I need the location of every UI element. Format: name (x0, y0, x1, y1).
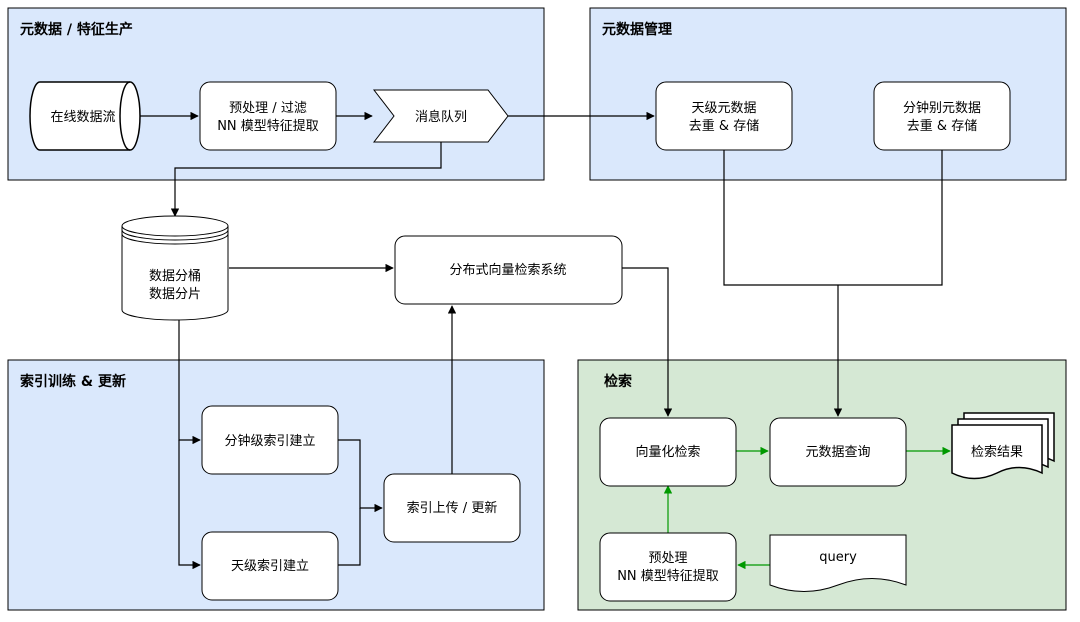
node-message-queue: 消息队列 (372, 89, 509, 143)
node-day-index-label: 天级索引建立 (231, 559, 309, 574)
node-meta-query: 元数据查询 (769, 417, 907, 487)
node-query-document: query (769, 534, 907, 592)
node-day-meta-line1: 天级元数据 (691, 101, 756, 116)
node-minute-meta-line2: 去重 & 存储 (907, 118, 977, 134)
node-query-label: query (819, 550, 857, 565)
node-results: 检索结果 (951, 412, 1055, 480)
edges (140, 111, 951, 570)
edge-minute-index-to-upload (338, 439, 383, 513)
node-index-upload-label: 索引上传 / 更新 (407, 500, 498, 516)
panel-title-index: 索引训练 & 更新 (20, 373, 126, 390)
node-preprocess-top-line2: NN 模型特征提取 (217, 118, 319, 134)
node-minute-index-label: 分钟级索引建立 (224, 433, 315, 449)
edge-meta-merge (723, 150, 943, 286)
node-online-stream: 在线数据流 (29, 81, 141, 151)
node-day-meta-line2: 去重 & 存储 (689, 118, 759, 134)
node-bucket-line1: 数据分桶 (149, 269, 201, 284)
node-day-index: 天级索引建立 (201, 531, 339, 601)
node-minute-meta-line1: 分钟别元数据 (903, 100, 981, 116)
node-index-upload: 索引上传 / 更新 (383, 473, 521, 543)
node-online-stream-label: 在线数据流 (50, 110, 115, 125)
node-preprocess-bottom-line2: NN 模型特征提取 (617, 568, 719, 584)
node-meta-query-label: 元数据查询 (805, 445, 870, 460)
node-vector-system: 分布式向量检索系统 (394, 235, 623, 305)
node-results-label: 检索结果 (971, 445, 1023, 460)
node-preprocess-top: 预处理 / 过滤 NN 模型特征提取 (199, 81, 337, 151)
node-vector-system-label: 分布式向量检索系统 (449, 262, 566, 278)
node-bucket-cylinder: 数据分桶 数据分片 (121, 215, 229, 321)
node-minute-meta: 分钟别元数据 去重 & 存储 (873, 81, 1011, 151)
node-preprocess-bottom-line1: 预处理 (648, 551, 687, 566)
node-preprocess-bottom: 预处理 NN 模型特征提取 (599, 532, 737, 602)
edge-bucket-to-day-index (178, 440, 201, 570)
edge-vector-system-to-search (622, 267, 673, 417)
panel-title-meta-management: 元数据管理 (602, 21, 672, 38)
panel-title-search: 检索 (604, 373, 632, 390)
panel-title-ingest: 元数据 / 特征生产 (20, 21, 133, 38)
node-vector-search: 向量化检索 (599, 417, 737, 487)
edge-queue-to-bucket (170, 142, 442, 217)
node-minute-index: 分钟级索引建立 (201, 405, 339, 475)
node-message-queue-label: 消息队列 (415, 109, 467, 125)
node-day-meta: 天级元数据 去重 & 存储 (655, 81, 793, 151)
node-preprocess-top-line1: 预处理 / 过滤 (229, 101, 307, 116)
node-vector-search-label: 向量化检索 (635, 444, 700, 460)
node-bucket-line2: 数据分片 (149, 287, 201, 302)
edge-day-index-to-upload (338, 508, 361, 566)
